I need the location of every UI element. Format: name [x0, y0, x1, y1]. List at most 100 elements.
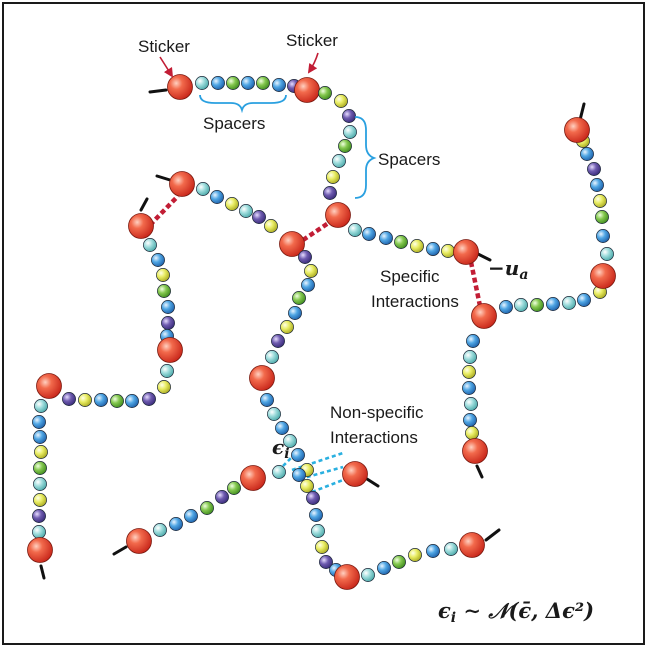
- spacer-bead: [342, 109, 356, 123]
- sticker-bead: [279, 231, 305, 257]
- chain-tails: [39, 88, 586, 580]
- spacer-bead: [280, 320, 294, 334]
- sticker-label-2-text: Sticker: [286, 31, 338, 50]
- spacer-bead: [33, 461, 47, 475]
- spacer-bead: [265, 350, 279, 364]
- spacer-bead: [362, 227, 376, 241]
- sticker-label-1-text: Sticker: [138, 37, 190, 56]
- spacer-bead: [169, 517, 183, 531]
- sticker-bead: [334, 564, 360, 590]
- spacer-bead: [226, 76, 240, 90]
- chain-tail: [578, 102, 586, 122]
- spacer-bead: [227, 481, 241, 495]
- spacer-bead: [34, 399, 48, 413]
- spacer-bead: [32, 415, 46, 429]
- spacer-bead: [462, 381, 476, 395]
- spacer-bead: [292, 291, 306, 305]
- spacer-bead: [252, 210, 266, 224]
- spacer-bead: [32, 525, 46, 539]
- spacer-bead: [196, 182, 210, 196]
- spacer-bead: [361, 568, 375, 582]
- spacer-bead: [215, 490, 229, 504]
- ua-label: −ua: [488, 256, 528, 283]
- spacer-bead: [326, 170, 340, 184]
- formula-rhs: ∼ 𝒩(ϵ̄, Δϵ²): [456, 598, 594, 623]
- sticker-arrow-2: [307, 52, 319, 74]
- spacer-bead: [408, 548, 422, 562]
- sticker-bead: [157, 337, 183, 363]
- sticker-bead: [590, 263, 616, 289]
- sticker-bead: [240, 465, 266, 491]
- spacer-bead: [275, 421, 289, 435]
- spacer-bead: [156, 268, 170, 282]
- svg-text:ϵi: ϵi: [272, 435, 290, 462]
- spacer-bead: [153, 523, 167, 537]
- chain-layer: [27, 74, 616, 590]
- spacer-bead: [580, 147, 594, 161]
- spacer-bead: [157, 380, 171, 394]
- spacer-bead: [377, 561, 391, 575]
- spacer-bead: [426, 544, 440, 558]
- spacer-bead: [465, 426, 479, 440]
- spacer-bead: [78, 393, 92, 407]
- spacer-bead: [157, 284, 171, 298]
- spacer-bead: [264, 219, 278, 233]
- chain-tail: [139, 197, 149, 212]
- spacer-bead: [562, 296, 576, 310]
- sticker-label-2: Sticker: [286, 31, 338, 74]
- sticker-bead: [169, 171, 195, 197]
- chain-tail: [155, 174, 172, 182]
- spacer-bead: [125, 394, 139, 408]
- sticker-bead: [126, 528, 152, 554]
- spacer-bead: [239, 204, 253, 218]
- spacer-bead: [283, 434, 297, 448]
- spacer-bead: [514, 298, 528, 312]
- spacer-bead: [334, 94, 348, 108]
- bond-layer: [148, 194, 483, 494]
- specific-label-line1: Specific: [380, 267, 440, 286]
- spacers-label-1: Spacers: [203, 114, 265, 133]
- spacer-bead: [142, 392, 156, 406]
- spacer-bead: [318, 86, 332, 100]
- spacer-bead: [210, 190, 224, 204]
- spacer-bead: [161, 316, 175, 330]
- spacer-bead: [444, 542, 458, 556]
- spacer-bead: [288, 306, 302, 320]
- nonspecific-label-line2: Interactions: [330, 428, 418, 447]
- spacer-bead: [343, 125, 357, 139]
- sticker-bead: [167, 74, 193, 100]
- spacer-bead: [315, 540, 329, 554]
- spacer-bead: [291, 448, 305, 462]
- nonspecific-bond: [291, 451, 344, 472]
- spacer-bead: [62, 392, 76, 406]
- sticker-bead: [459, 532, 485, 558]
- spacer-bead: [462, 365, 476, 379]
- spacer-bead: [256, 76, 270, 90]
- spacer-bead: [587, 162, 601, 176]
- spacer-bead: [463, 413, 477, 427]
- nonspecific-bond: [299, 465, 344, 481]
- sticker-bead: [342, 461, 368, 487]
- spacer-bead: [463, 350, 477, 364]
- spacer-bead: [392, 555, 406, 569]
- formula-subscript: i: [451, 610, 456, 626]
- spacer-bead: [600, 247, 614, 261]
- nonspecific-bond: [311, 478, 344, 494]
- spacer-bead: [195, 76, 209, 90]
- brace-icon: [199, 94, 287, 114]
- distribution-formula: ϵi ∼ 𝒩(ϵ̄, Δϵ²): [438, 598, 594, 626]
- sticker-bead: [462, 438, 488, 464]
- chain-tail: [148, 88, 168, 94]
- spacer-bead: [577, 293, 591, 307]
- spacer-bead: [300, 479, 314, 493]
- spacer-bead: [267, 407, 281, 421]
- spacer-bead: [34, 445, 48, 459]
- specific-interactions-label: Specific Interactions: [371, 267, 459, 311]
- spacer-bead: [530, 298, 544, 312]
- polymer-chain: [169, 171, 318, 477]
- spacer-bead: [338, 139, 352, 153]
- spacer-bead: [441, 244, 455, 258]
- spacer-bead: [272, 78, 286, 92]
- brace-icon: [354, 116, 377, 199]
